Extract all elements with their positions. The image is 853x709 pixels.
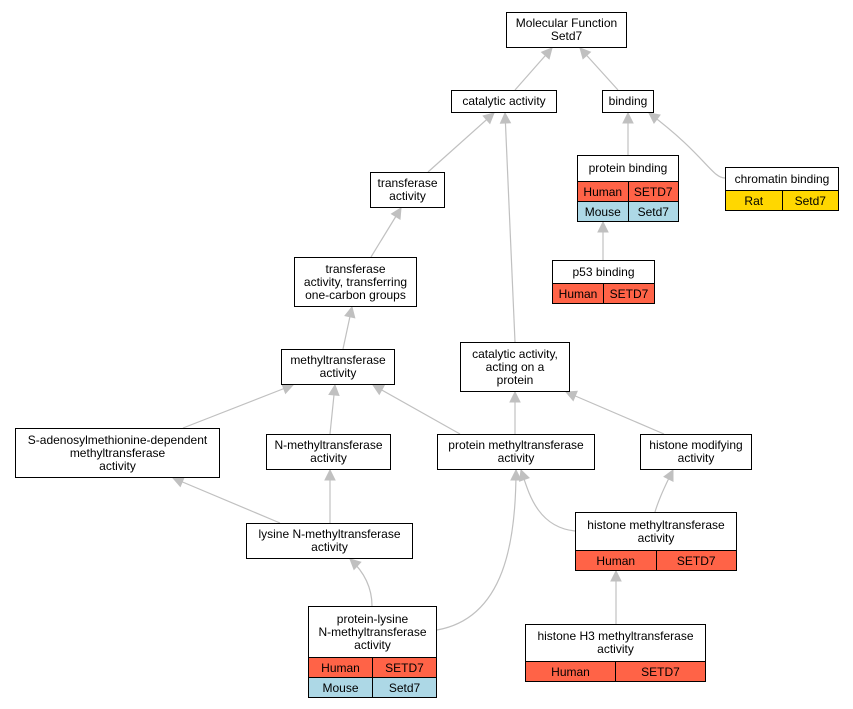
edge-histone-methyltransferase-to-histone-modifying	[654, 469, 674, 513]
go-term-lysine-n-methyltransferase[interactable]: lysine N-methyltransferase activity	[246, 523, 413, 559]
edge-chromatin-binding-to-binding	[648, 112, 726, 179]
go-term-label: catalytic activity, acting on a protein	[472, 346, 558, 387]
go-term-label: transferase activity, transferring one-c…	[303, 261, 408, 302]
species-cell: Human	[576, 551, 656, 570]
go-term-label: protein-lysine N-methyltransferase activ…	[318, 611, 427, 652]
go-term-root[interactable]: Molecular Function Setd7	[506, 12, 627, 48]
gene-cell[interactable]: Setd7	[781, 191, 838, 210]
edge-transferase-to-catalytic	[427, 112, 495, 173]
edge-methyltransferase-to-transferase-onecarbon	[342, 305, 356, 350]
species-cell: Human	[553, 284, 603, 303]
go-term-label: chromatin binding	[734, 171, 830, 186]
go-term-label: binding	[608, 94, 648, 108]
go-term-binding[interactable]: binding	[602, 90, 654, 113]
go-term-protein-lysine[interactable]: protein-lysine N-methyltransferase activ…	[308, 606, 437, 698]
edge-p53-binding-to-protein-binding	[597, 220, 609, 260]
edge-protein-binding-to-binding	[622, 111, 634, 155]
edge-protein-lysine-to-lysine-n-methyltransferase	[349, 558, 373, 607]
species-cell: Rat	[726, 191, 782, 210]
gene-cell[interactable]: Setd7	[372, 678, 436, 697]
species-cell: Human	[526, 662, 615, 681]
go-term-label: p53 binding	[572, 264, 635, 279]
edge-protein-methyltransferase-to-catalytic-protein	[509, 390, 521, 434]
edge-n-methyltransferase-to-methyltransferase	[328, 383, 340, 435]
species-cell: Human	[309, 658, 372, 677]
go-term-label: catalytic activity	[462, 94, 546, 108]
go-term-label: histone methyltransferase activity	[587, 517, 725, 545]
edge-histone-h3-to-histone-methyltransferase	[610, 569, 622, 624]
go-term-catalytic[interactable]: catalytic activity	[451, 90, 557, 113]
gene-cell[interactable]: SETD7	[627, 182, 678, 201]
go-term-label: histone H3 methyltransferase activity	[537, 629, 694, 656]
species-cell: Human	[578, 182, 628, 201]
gene-cell[interactable]: SETD7	[372, 658, 436, 677]
edge-binding-to-root	[579, 47, 619, 91]
edge-protein-lysine-to-protein-methyltransferase	[436, 468, 522, 631]
go-term-label: methyltransferase activity	[290, 353, 386, 380]
edge-catalytic-to-root	[514, 47, 553, 91]
go-term-label: Molecular Function Setd7	[515, 16, 618, 43]
species-cell: Mouse	[309, 678, 372, 697]
gene-cell[interactable]: SETD7	[655, 551, 736, 570]
edge-lysine-n-methyltransferase-to-n-methyltransferase	[324, 468, 336, 523]
go-term-methyltransferase[interactable]: methyltransferase activity	[281, 349, 395, 385]
go-term-catalytic-protein[interactable]: catalytic activity, acting on a protein	[460, 342, 570, 392]
go-term-transferase[interactable]: transferase activity	[370, 172, 445, 208]
species-cell: Mouse	[578, 202, 628, 221]
go-term-label: transferase activity	[377, 176, 438, 203]
go-term-n-methyltransferase[interactable]: N-methyltransferase activity	[266, 434, 391, 470]
edge-histone-methyltransferase-to-protein-methyltransferase	[518, 468, 576, 532]
edge-lysine-n-methyltransferase-to-sam-methyltransferase	[171, 476, 281, 524]
edge-protein-methyltransferase-to-methyltransferase	[372, 384, 461, 435]
go-term-label: histone modifying activity	[649, 438, 743, 465]
gene-cell[interactable]: SETD7	[603, 284, 654, 303]
edge-sam-methyltransferase-to-methyltransferase	[182, 383, 295, 429]
go-term-histone-modifying[interactable]: histone modifying activity	[640, 434, 752, 470]
go-term-label: lysine N-methyltransferase activity	[258, 527, 401, 554]
go-term-label: protein methyltransferase activity	[448, 438, 584, 465]
go-term-label: N-methyltransferase activity	[274, 438, 383, 465]
go-term-label: protein binding	[588, 161, 668, 175]
go-term-protein-methyltransferase[interactable]: protein methyltransferase activity	[437, 434, 595, 470]
gene-cell[interactable]: Setd7	[627, 202, 678, 221]
go-term-label: S-adenosylmethionine-dependent methyltra…	[27, 432, 208, 473]
go-term-transferase-onecarbon[interactable]: transferase activity, transferring one-c…	[294, 257, 417, 307]
edge-transferase-onecarbon-to-transferase	[370, 207, 402, 258]
go-term-sam-methyltransferase[interactable]: S-adenosylmethionine-dependent methyltra…	[15, 428, 220, 478]
edge-catalytic-protein-to-catalytic	[499, 111, 516, 343]
gene-cell[interactable]: SETD7	[615, 662, 705, 681]
edge-histone-modifying-to-catalytic-protein	[564, 390, 665, 435]
